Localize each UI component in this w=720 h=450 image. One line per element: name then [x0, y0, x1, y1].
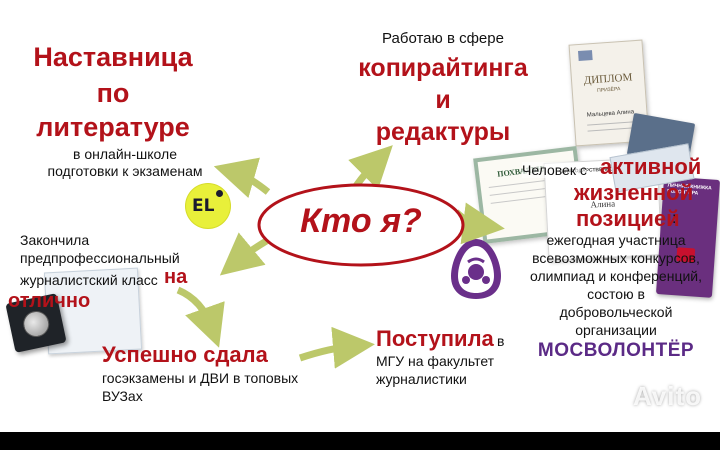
- copywriting-heading-1: копирайтинга: [358, 54, 528, 82]
- slide: ДИПЛОМ ПРИЗЁРА Мальцева Алина ПОХВАЛЬНЫЙ…: [0, 0, 720, 432]
- msu-sub-2: журналистики: [376, 371, 467, 387]
- painted-egg-icon: [451, 239, 501, 299]
- mentor-heading-1: Наставница: [33, 42, 193, 72]
- school-highlight-1: на: [164, 266, 188, 288]
- activity-line-4: состою в: [587, 286, 645, 302]
- mosvolonter-logo: МОСВОЛОНТЁР: [537, 340, 695, 361]
- arrow-to-msu: [298, 326, 375, 369]
- avito-watermark: Avito: [602, 381, 702, 412]
- arrow-to-literature: [213, 157, 271, 198]
- arrow-to-exams: [176, 286, 225, 348]
- school-line-1: Закончила: [20, 232, 90, 248]
- copywriting-heading-2: и: [435, 86, 451, 114]
- center-title: Кто я?: [300, 202, 422, 240]
- school-highlight-2: отлично: [8, 290, 91, 312]
- activity-highlight-3: позицией: [576, 206, 680, 231]
- exams-heading: Успешно сдала: [102, 342, 268, 367]
- mentor-heading-3: литературе: [36, 112, 190, 142]
- activity-line-5: добровольческой: [559, 304, 673, 320]
- school-line-3: журналистский класс: [20, 272, 158, 288]
- msu-heading-tail: в: [497, 333, 505, 349]
- mentor-sub-1: в онлайн-школе: [73, 146, 177, 162]
- activity-lead: Человек с: [522, 162, 587, 178]
- school-line-2: предпрофессиональный: [20, 250, 180, 266]
- activity-highlight-2: жизненной: [574, 180, 694, 205]
- mentor-sub-2: подготовки к экзаменам: [47, 163, 203, 179]
- center-ellipse: [257, 183, 465, 267]
- activity-highlight-1: активной: [600, 154, 702, 179]
- arrow-to-school: [219, 232, 270, 276]
- activity-line-1: ежегодная участница: [546, 232, 686, 248]
- exams-sub-1: госэкзамены и ДВИ в топовых: [102, 370, 299, 386]
- msu-heading: Поступила: [376, 326, 494, 351]
- activity-line-2: всевозможных конкурсов,: [532, 250, 700, 266]
- activity-colon: :: [672, 210, 677, 227]
- copywriting-intro: Работаю в сфере: [382, 30, 504, 47]
- activity-line-6: организации: [575, 322, 657, 338]
- copywriting-heading-3: редактуры: [375, 118, 511, 146]
- mentor-heading-2: по: [96, 78, 130, 108]
- msu-sub-1: МГУ на факультет: [376, 353, 495, 369]
- avito-logo-icon: [602, 387, 629, 409]
- activity-line-3: олимпиад и конференций,: [529, 268, 702, 284]
- exams-sub-2: ВУЗах: [102, 388, 143, 404]
- el-logo-text: EL: [192, 196, 215, 216]
- avito-watermark-text: Avito: [632, 381, 702, 411]
